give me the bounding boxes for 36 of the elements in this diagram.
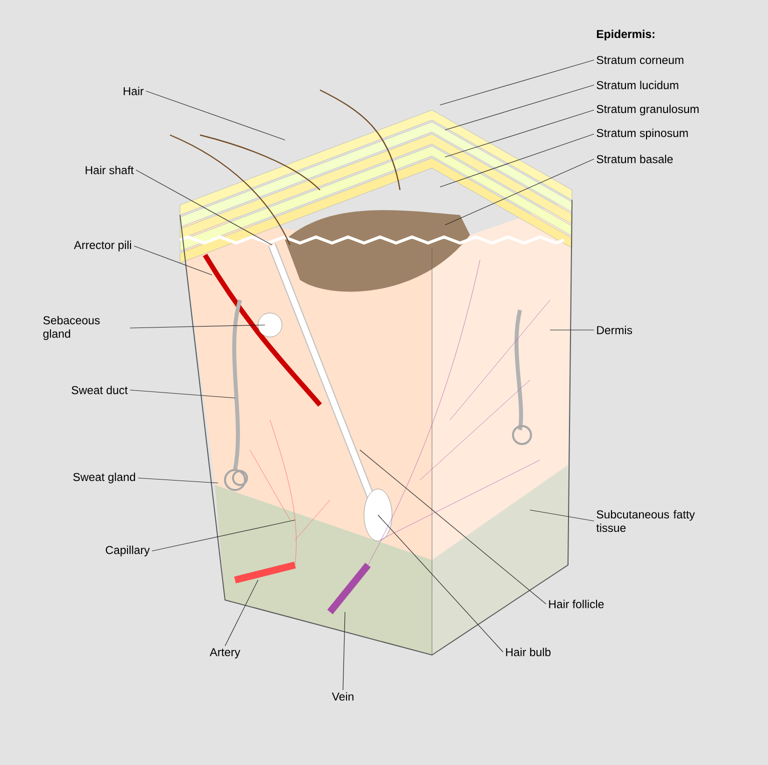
leader-line [136, 170, 272, 246]
part-label: Dermis [597, 326, 632, 334]
leader-line [530, 510, 594, 522]
part-label: Stratum basale [596, 154, 673, 164]
part-label: Sweat gland [73, 472, 136, 484]
part-label: Sweat duct [72, 386, 128, 394]
part-label: Subcutaneous fatty tissue [596, 510, 695, 532]
part-label: Artery [210, 648, 240, 658]
leader-line [224, 580, 258, 646]
section-heading: Epidermis: [596, 30, 654, 40]
part-label: Stratum lucidum [596, 80, 678, 90]
part-label: Capillary [106, 546, 150, 556]
leader-line [444, 158, 594, 226]
part-label: Sebaceous gland [43, 316, 100, 340]
part-label: Vein [332, 692, 354, 701]
leader-line [440, 134, 594, 188]
part-label: Stratum granulosum [596, 104, 699, 116]
part-label: Stratum spinosum [596, 128, 688, 140]
leader-line [138, 478, 218, 484]
part-label: Hair shaft [86, 166, 134, 174]
leader-line [444, 110, 594, 158]
leader-line [146, 90, 286, 140]
leader-line [130, 390, 236, 398]
part-label: Hair bulb [506, 648, 551, 656]
part-label: Stratum corneum [596, 56, 684, 64]
part-label: Arrector pili [74, 240, 132, 252]
part-label: Hair [124, 86, 144, 96]
leader-line [152, 520, 296, 552]
leader-line [134, 246, 212, 276]
leader-line [342, 612, 346, 690]
leader-line [440, 60, 594, 106]
leader-line [360, 450, 546, 604]
leader-line [130, 324, 266, 328]
leader-line [444, 84, 594, 130]
leader-line [378, 514, 504, 652]
part-label: Hair follicle [549, 600, 604, 608]
